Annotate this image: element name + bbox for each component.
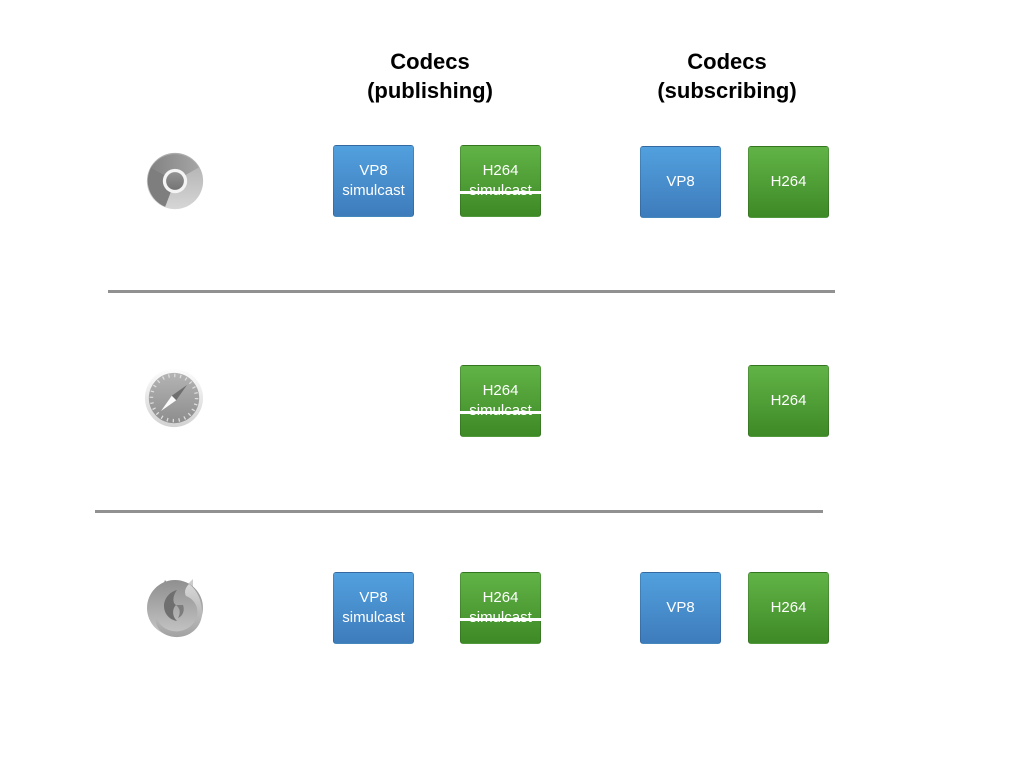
heading-line: Codecs	[390, 49, 470, 74]
safari-icon	[143, 368, 205, 430]
codec-label-line2: simulcast	[469, 181, 532, 201]
codec-label-line2: simulcast	[342, 609, 405, 626]
chromium-icon	[145, 151, 205, 211]
heading-line: (subscribing)	[657, 78, 797, 103]
heading-line: Codecs	[687, 49, 767, 74]
firefox-icon	[143, 575, 207, 639]
firefox-publish-h264-simulcast-box: H264 simulcast	[454, 572, 547, 644]
safari-publish-h264-simulcast-box: H264 simulcast	[454, 365, 547, 437]
firefox-subscribe-h264-box: H264	[748, 572, 829, 644]
chromium-subscribe-vp8-box: VP8	[640, 146, 721, 218]
heading-line: (publishing)	[367, 78, 493, 103]
chromium-subscribe-h264-box: H264	[748, 146, 829, 218]
codec-label-line2: simulcast	[342, 182, 405, 199]
heading-codecs-subscribing: Codecs (subscribing)	[617, 47, 837, 105]
codec-label-line1: VP8	[666, 173, 695, 190]
divider-line	[108, 290, 835, 293]
codec-label-line1: VP8	[666, 599, 695, 616]
chromium-publish-h264-simulcast-box: H264 simulcast	[454, 145, 547, 217]
safari-subscribe-h264-box: H264	[748, 365, 829, 437]
strikethrough-line	[454, 618, 547, 621]
chromium-publish-vp8-simulcast-box: VP8 simulcast	[333, 145, 414, 217]
codec-label-line1: VP8	[359, 589, 388, 606]
codec-label-line1: H264	[482, 589, 519, 606]
firefox-subscribe-vp8-box: VP8	[640, 572, 721, 644]
codec-label-line2: simulcast	[469, 401, 532, 421]
codec-label-line2: simulcast	[469, 608, 532, 628]
strikethrough-line	[454, 191, 547, 194]
codec-label-line1: H264	[482, 162, 519, 179]
strikethrough-line	[454, 411, 547, 414]
heading-codecs-publishing: Codecs (publishing)	[320, 47, 540, 105]
firefox-publish-vp8-simulcast-box: VP8 simulcast	[333, 572, 414, 644]
codec-label-line1: H264	[482, 382, 519, 399]
codec-label-line1: VP8	[359, 162, 388, 179]
codec-label-line1: H264	[770, 173, 807, 190]
codec-label-line1: H264	[770, 392, 807, 409]
codec-label-line1: H264	[770, 599, 807, 616]
divider-line	[95, 510, 823, 513]
